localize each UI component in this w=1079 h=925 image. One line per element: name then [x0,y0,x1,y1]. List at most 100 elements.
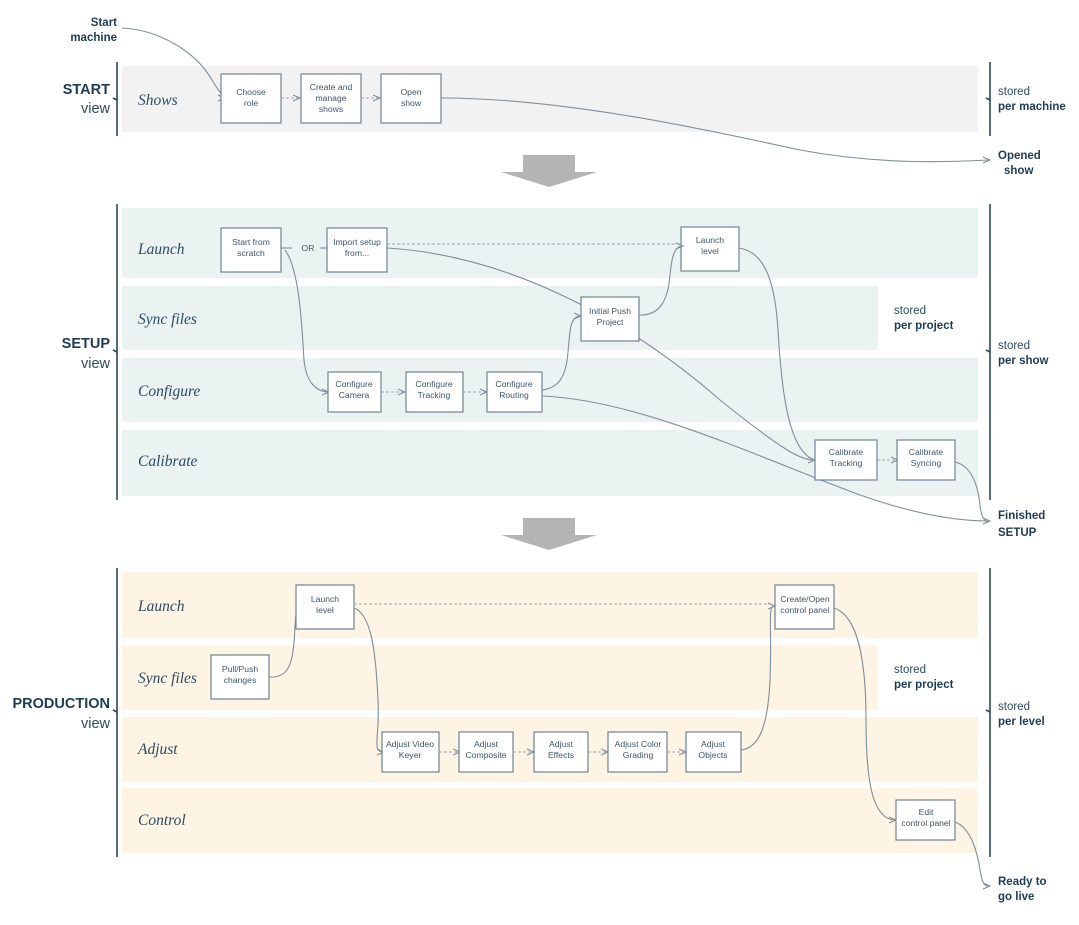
view-sub-setup: view [81,356,111,372]
view-name-start: START [63,82,110,98]
node-adjust-objects[interactable]: Adjust Objects [685,731,742,773]
row-label-prod-syncfiles: Sync files [138,670,197,687]
node-import-setup-line2: from... [345,248,369,258]
node-create-manage-line1: Create and [310,82,353,92]
arrowhead-opened-show [982,156,992,164]
node-create-and-manage-shows[interactable]: Create and manage shows [300,73,362,124]
node-open-show-line1: Open [400,87,421,97]
scope-production-inner-light: stored [894,664,926,676]
scope-setup-bold: per show [998,355,1049,367]
node-adjust-video-keyer-line2: Keyer [399,750,422,760]
view-name-setup: SETUP [62,336,111,352]
node-launch-level-setup[interactable]: Launch level [680,226,740,272]
node-start-from-scratch[interactable]: Start from scratch [220,227,282,273]
node-adjust-color-grading[interactable]: Adjust Color Grading [607,731,668,773]
node-pull-push-line2: changes [224,675,257,685]
edge-open-show-to-opened-show [440,97,989,163]
milestone-start-machine-line1: Start [91,17,117,29]
node-create-open-line2: control panel [780,605,829,615]
node-adjust-composite[interactable]: Adjust Composite [458,731,514,773]
scope-production-inner-bold: per project [894,679,954,691]
node-choose-role-line1: Choose [236,87,266,97]
node-initial-push-line2: Project [597,317,624,327]
node-setup-launch-level-line1: Launch [696,235,724,245]
bracket-start-left-tick [112,97,118,101]
node-pull-push-line1: Pull/Push [222,664,259,674]
scope-start-bold: per machine [998,101,1066,113]
milestone-ready-go-live-line2: go live [998,891,1034,903]
node-configure-routing-line1: Configure [495,379,532,389]
milestone-finished-setup-line2: SETUP [998,527,1037,539]
node-calibrate-syncing-line2: Syncing [911,458,942,468]
row-label-shows: Shows [138,92,178,109]
node-import-setup-from[interactable]: Import setup from... [326,227,388,273]
connector-label-or: OR [302,243,315,253]
bracket-production-right-tick [985,709,991,713]
node-adjust-effects-line2: Effects [548,750,574,760]
row-label-setup-syncfiles: Sync files [138,311,197,328]
node-initial-push-line1: Initial Push [589,306,631,316]
node-adjust-effects[interactable]: Adjust Effects [533,731,589,773]
node-initial-push-project[interactable]: Initial Push Project [580,296,640,342]
node-create-open-line1: Create/Open [780,594,829,604]
band-setup-syncfiles [122,286,878,350]
node-calibrate-syncing-line1: Calibrate [909,447,944,457]
view-sub-production: view [81,716,111,732]
node-adjust-objects-line2: Objects [698,750,727,760]
node-calibrate-tracking-line1: Calibrate [829,447,864,457]
node-configure-camera-line2: Camera [339,390,370,400]
milestone-finished-setup-line1: Finished [998,510,1045,522]
node-configure-tracking[interactable]: Configure Tracking [405,371,464,413]
edge-scratch-to-configure-camera [284,249,328,393]
node-adjust-color-grading-line2: Grading [623,750,654,760]
arrowhead-configure-tracking-in [397,388,407,396]
arrowhead-ready-go-live [982,882,992,890]
node-prod-launch-level-line2: level [316,605,334,615]
arrowhead-finished-setup-a [982,517,992,525]
node-configure-camera-line1: Configure [335,379,372,389]
node-open-show[interactable]: Open show [380,73,442,124]
row-label-setup-calibrate: Calibrate [138,453,198,470]
section-start: START view Shows Start machine Choose ro… [63,17,1066,177]
node-create-manage-line2: manage [315,93,346,103]
separator-arrow-start-to-setup [501,155,597,187]
node-edit-control-panel-line1: Edit [919,807,934,817]
node-configure-routing[interactable]: Configure Routing [486,371,543,413]
milestone-ready-go-live-line1: Ready to [998,876,1047,888]
edge-prod-launch-level-to-adjust-video-keyer [353,607,383,753]
edge-create-open-to-edit-control-panel [833,607,895,821]
scope-setup-inner-light: stored [894,305,926,317]
node-calibrate-syncing[interactable]: Calibrate Syncing [896,439,956,481]
edge-initial-push-to-launch-level [638,245,682,316]
node-create-open-control-panel[interactable]: Create/Open control panel [774,584,835,630]
edge-calibrate-syncing-to-finished-setup [954,461,989,523]
separator-arrow-setup-to-production [501,518,597,550]
node-adjust-video-keyer[interactable]: Adjust Video Keyer [381,731,440,773]
node-start-scratch-line2: scratch [237,248,265,258]
node-calibrate-tracking[interactable]: Calibrate Tracking [814,439,878,481]
scope-start-light: stored [998,86,1030,98]
section-setup: SETUP view Launch Sync files Configure C… [62,204,1049,539]
bracket-setup-left-tick [112,349,118,353]
milestone-opened-show-line1: Opened [998,150,1041,162]
arrowhead-initial-push-in [573,312,583,320]
node-edit-control-panel[interactable]: Edit control panel [895,799,956,841]
bracket-start-right-tick [985,97,991,101]
milestone-opened-show-line2: show [1004,165,1033,177]
band-setup-configure [122,358,978,422]
edge-import-setup-to-calibrate-tracking [386,247,814,461]
node-adjust-color-grading-line1: Adjust Color [615,739,662,749]
node-create-manage-line3: shows [319,104,343,114]
view-sub-start: view [81,101,111,117]
arrowhead-setup-launch-level-in [675,242,685,250]
milestone-start-machine-line2: machine [70,32,117,44]
node-choose-role[interactable]: Choose role [220,73,282,124]
node-configure-camera[interactable]: Configure Camera [327,371,382,413]
node-pull-push-changes[interactable]: Pull/Push changes [210,654,270,700]
scope-production-bold: per level [998,716,1045,728]
row-label-setup-launch: Launch [137,241,185,258]
node-launch-level-production[interactable]: Launch level [295,584,355,630]
node-adjust-effects-line1: Adjust [549,739,573,749]
arrowhead-create-manage-in [292,94,302,102]
